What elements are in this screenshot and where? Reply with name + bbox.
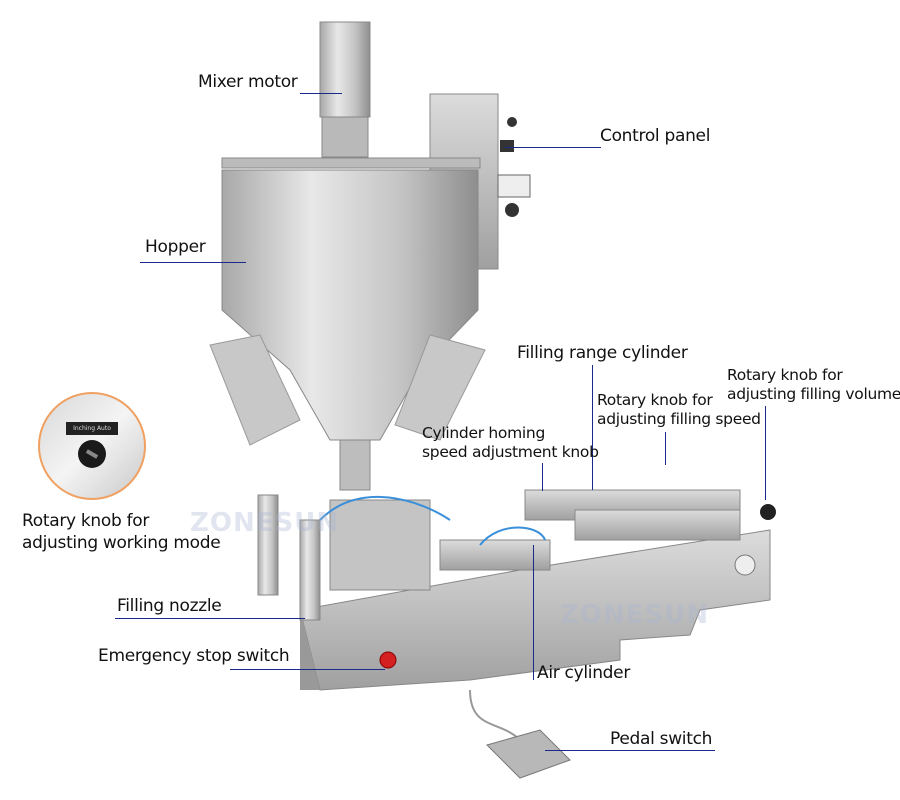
label-line: adjusting working mode [22,533,221,553]
label-line: Rotary knob for [22,511,150,531]
leader-line [505,147,601,148]
leader-line [545,750,715,751]
label-hopper: Hopper [145,237,206,257]
leader-line [533,545,534,680]
label-working-mode-knob: Rotary knob for adjusting working mode [22,510,221,554]
watermark: ZONESUN [560,600,710,630]
label-filling-range-cylinder: Filling range cylinder [517,343,688,363]
label-mixer-motor: Mixer motor [198,72,298,92]
label-filling-speed-knob: Rotary knob for adjusting filling speed [597,391,761,429]
machine-base [299,529,771,691]
label-emergency-stop: Emergency stop switch [98,646,290,666]
leader-line [230,669,385,670]
leader-line [592,365,593,490]
leader-line [765,406,766,500]
leader-line [300,93,342,94]
label-control-panel: Control panel [600,126,711,146]
leader-line [115,618,305,619]
hopper-body [221,169,479,441]
label-line: Cylinder homing [422,424,545,442]
emergency-stop-button [379,651,397,669]
filling-nozzle-graphic [257,494,279,596]
label-line: speed adjustment knob [422,443,599,461]
pedal-switch-graphic [486,729,571,779]
label-filling-volume-knob: Rotary knob for adjusting filling volume [727,366,900,404]
label-pedal-switch: Pedal switch [610,729,713,749]
working-mode-knob-inset: Inching Auto [38,392,146,500]
working-mode-knob [78,440,106,468]
watermark: ZONESUN [190,508,340,538]
label-filling-nozzle: Filling nozzle [117,596,222,616]
air-cylinder [439,539,551,571]
leader-line [140,262,246,263]
label-cylinder-homing-knob: Cylinder homing speed adjustment knob [422,424,599,462]
label-line: adjusting filling speed [597,410,761,428]
leader-line [542,463,543,491]
label-line: adjusting filling volume [727,385,900,403]
label-line: Rotary knob for [597,391,713,409]
label-air-cylinder: Air cylinder [537,663,631,683]
leader-line [665,432,666,465]
label-line: Rotary knob for [727,366,843,384]
mode-plate: Inching Auto [66,422,118,435]
plate-text: Inching Auto [73,425,111,432]
mixer-motor [319,21,371,118]
